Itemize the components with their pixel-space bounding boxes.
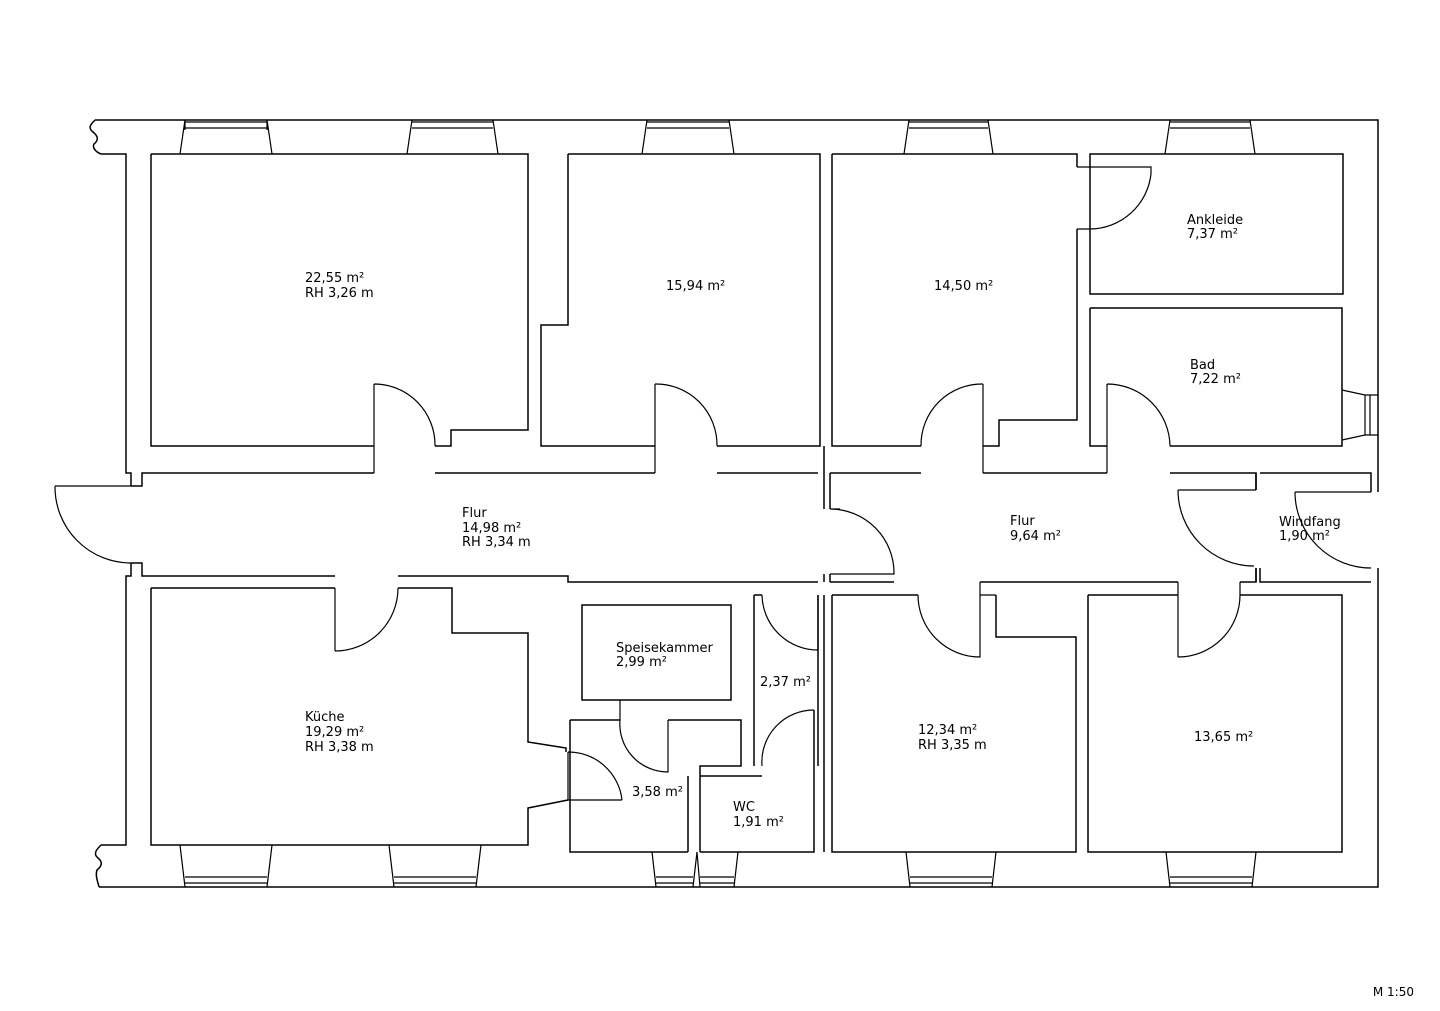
inner-wall-west-upper [101, 153, 132, 486]
scale-label: M 1:50 [1372, 985, 1414, 999]
ankleide-walls [1089, 153, 1344, 295]
inner-wall-west-lower [101, 563, 132, 846]
label-vorraum: 3,58 m² [632, 785, 683, 800]
kueche-walls [150, 587, 569, 846]
room-s3-walls [831, 594, 1077, 853]
corridor-walls [131, 446, 1372, 583]
break-line-sw [94, 844, 102, 888]
door-ankleide [1077, 166, 1152, 230]
doors [54, 166, 1372, 801]
windows-south [179, 844, 1257, 888]
door-abstell [761, 594, 819, 651]
door-flur-middle [829, 508, 895, 575]
windows-north [179, 119, 1256, 155]
label-room-n3: 14,50 m² [934, 279, 993, 294]
door-room-s3 [917, 582, 996, 658]
door-room-n2 [654, 383, 718, 473]
door-speisekammer [619, 700, 669, 773]
door-room-n3 [920, 383, 984, 473]
north-rooms [150, 153, 1344, 447]
break-line-nw [89, 119, 102, 155]
room-s4-walls [1087, 594, 1343, 853]
door-wc [761, 709, 815, 767]
abstell-walls [753, 594, 825, 852]
door-windfang-west [1177, 489, 1256, 567]
door-kueche [334, 587, 399, 652]
door-entrance-west [54, 485, 132, 564]
outer-wall-east-lower [99, 568, 1379, 888]
south-rooms [150, 587, 1343, 853]
bad-walls [1089, 307, 1343, 447]
wc-walls [700, 710, 815, 853]
window-east [1341, 389, 1378, 441]
door-room-s4 [1177, 582, 1241, 658]
room-nw-walls [150, 153, 529, 447]
room-n2-walls [540, 153, 821, 447]
label-room-n2: 15,94 m² [666, 279, 725, 294]
label-abstell: 2,37 m² [760, 675, 811, 690]
door-room-nw [373, 383, 436, 473]
outer-wall-north [95, 119, 1379, 492]
label-room-s4: 13,65 m² [1194, 730, 1253, 745]
door-bad [1106, 383, 1171, 473]
outer-walls [89, 119, 1379, 888]
room-n3-walls [831, 153, 1078, 447]
speisekammer-walls [581, 604, 732, 701]
door-windfang-east [1294, 491, 1372, 569]
door-kueche-vorraum [567, 751, 623, 801]
vorraum-walls [569, 719, 742, 853]
